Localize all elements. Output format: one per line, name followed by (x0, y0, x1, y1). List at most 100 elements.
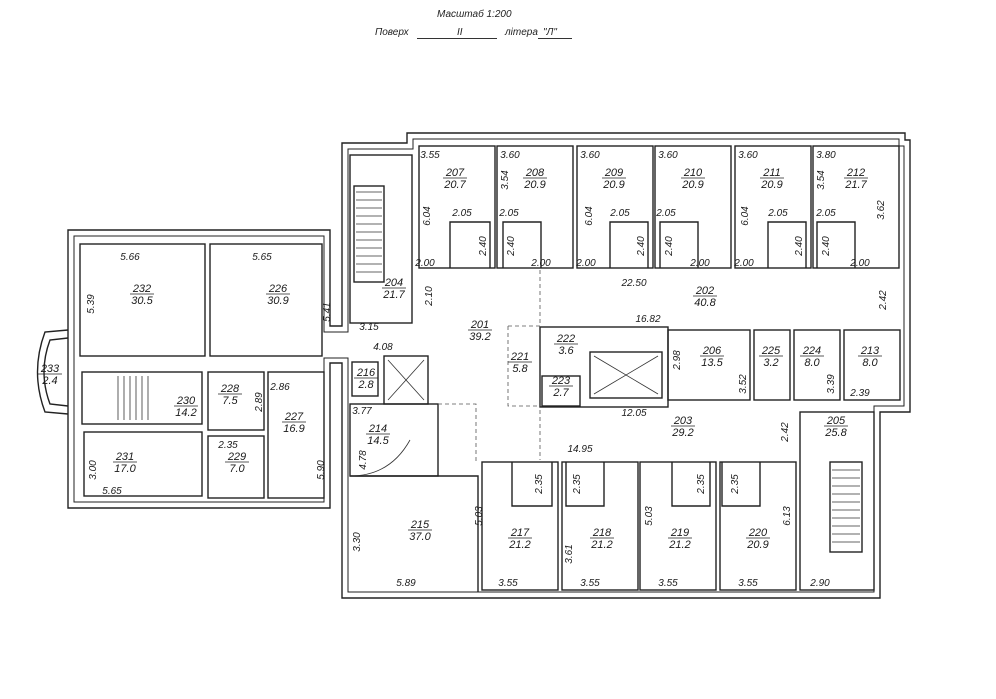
room-number: 201 (470, 319, 489, 331)
floor-label: Поверх (375, 27, 409, 38)
room-number: 223 (551, 375, 571, 387)
room-number: 210 (683, 167, 703, 179)
room-area: 8.0 (862, 357, 878, 369)
dimension-label: 2.35 (572, 474, 583, 495)
room-area: 21.7 (382, 289, 405, 301)
dimension-label: 4.08 (373, 342, 393, 353)
dimension-label: 14.95 (567, 444, 592, 455)
room-number: 228 (220, 383, 240, 395)
dimension-label: 2.00 (733, 258, 754, 269)
room-area: 2.8 (357, 379, 374, 391)
room-area: 5.8 (512, 363, 528, 375)
dimension-label: 2.00 (689, 258, 710, 269)
room-number: 222 (556, 333, 575, 345)
letter-value: "Л" (543, 27, 557, 38)
dimension-label: 5.89 (396, 578, 416, 589)
room-area: 2.4 (41, 375, 57, 387)
dimension-label: 5.65 (252, 252, 272, 263)
dimension-label: 5.41 (322, 302, 333, 321)
dimension-label: 5.03 (474, 506, 485, 526)
room-area: 20.7 (443, 179, 466, 191)
dimension-label: 2.89 (254, 392, 265, 413)
room-area: 3.6 (558, 345, 574, 357)
elevator-shafts (387, 355, 659, 401)
room-area: 3.2 (763, 357, 778, 369)
room-number: 220 (748, 527, 768, 539)
room-number: 207 (445, 167, 465, 179)
room-number: 216 (356, 367, 376, 379)
dimension-label: 3.80 (816, 150, 836, 161)
dimension-label: 2.42 (780, 422, 791, 443)
room-area: 21.2 (590, 539, 612, 551)
room-number: 212 (846, 167, 865, 179)
dimension-label: 2.40 (636, 236, 647, 257)
dashed-boundaries (438, 270, 541, 462)
room-area: 7.5 (222, 395, 238, 407)
dimension-label: 3.60 (738, 150, 758, 161)
room-number: 227 (284, 411, 304, 423)
dimension-label: 2.40 (664, 236, 675, 257)
room-area: 30.9 (267, 295, 288, 307)
room-number: 226 (268, 283, 288, 295)
room-area: 2.7 (552, 387, 569, 399)
dimension-label: 6.04 (584, 206, 595, 226)
dimension-label: 3.15 (359, 322, 379, 333)
dimension-label: 2.05 (498, 208, 519, 219)
room-number: 218 (592, 527, 612, 539)
room-number: 230 (176, 395, 196, 407)
dimension-label: 3.30 (352, 532, 363, 552)
room-area: 37.0 (409, 531, 431, 543)
room-number: 211 (762, 167, 781, 179)
room-number: 205 (826, 415, 846, 427)
dimension-label: 2.98 (672, 350, 683, 371)
dimension-label: 16.82 (635, 314, 660, 325)
dimension-label: 2.05 (609, 208, 630, 219)
dimension-label: 3.55 (498, 578, 518, 589)
room-area: 39.2 (469, 331, 490, 343)
dimension-label: 3.55 (420, 150, 440, 161)
dimension-label: 5.65 (102, 486, 122, 497)
dimension-label: 3.60 (658, 150, 678, 161)
room-area: 29.2 (671, 427, 693, 439)
dimension-label: 3.54 (500, 170, 511, 190)
dimension-label: 2.40 (478, 236, 489, 257)
dimension-label: 5.66 (120, 252, 140, 263)
room-number: 231 (115, 451, 134, 463)
room-number: 232 (132, 283, 151, 295)
dimension-label: 5.90 (316, 460, 327, 480)
room-area: 25.8 (824, 427, 847, 439)
room-area: 21.2 (508, 539, 530, 551)
dimension-label: 3.39 (826, 374, 837, 394)
door-swings (349, 439, 411, 477)
dimension-label: 2.42 (878, 290, 889, 311)
dimension-label: 3.54 (816, 170, 827, 190)
dimension-label: 3.60 (500, 150, 520, 161)
letter-label: літера (505, 27, 538, 38)
dimension-label: 2.05 (655, 208, 676, 219)
dimension-label: 2.05 (767, 208, 788, 219)
room-area: 16.9 (283, 423, 304, 435)
room-area: 20.9 (760, 179, 782, 191)
dimension-label: 2.00 (575, 258, 596, 269)
room-area: 21.7 (844, 179, 867, 191)
room-area: 7.0 (229, 463, 245, 475)
building-walls (36, 132, 911, 599)
dimension-label: 22.50 (620, 278, 646, 289)
dimension-label: 3.52 (738, 374, 749, 394)
